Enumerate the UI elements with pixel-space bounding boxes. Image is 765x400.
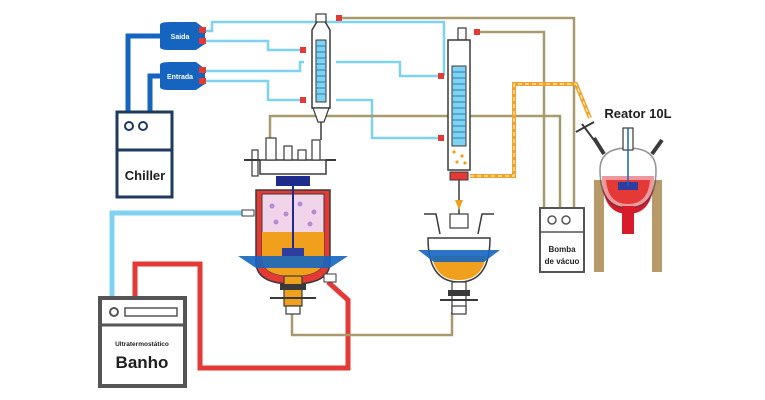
bath-subtitle: Ultratermostático [115, 341, 169, 348]
coolant-line-entrada-2 [205, 79, 304, 102]
coolant-line-saida-2 [205, 39, 304, 52]
drain-line [290, 312, 454, 337]
transfer-line [470, 82, 592, 178]
vacuum-line-top [336, 16, 576, 210]
bath-title: Banho [116, 353, 169, 372]
manifold-connectors [199, 15, 480, 141]
vacuum-line-reactor [268, 114, 562, 210]
saida-label: Saida [171, 34, 190, 41]
reactor-label: Reator 10L [604, 106, 671, 121]
bath-hot-line [132, 261, 351, 371]
chiller-outlet-pipe [125, 33, 170, 112]
coolant-line-entrada-1 [205, 60, 304, 73]
coolant-line-condenser2-bottom [336, 98, 438, 140]
receiving-flask [418, 213, 500, 315]
vacuum-line-mid [474, 30, 546, 210]
coolant-line-condenser2-top [336, 60, 438, 78]
chiller-unit: Chiller [115, 110, 174, 199]
transfer-line-inner [470, 83, 591, 177]
saida-manifold [160, 22, 205, 50]
vacuum-label-2: de vácuo [545, 257, 580, 266]
condenser-1 [311, 13, 331, 140]
condenser-2 [447, 27, 471, 214]
entrada-manifold [160, 62, 205, 90]
vacuum-pump: Bomba de vácuo [539, 207, 585, 273]
reactor-10l: Reator 10L [575, 106, 672, 272]
chiller-label: Chiller [125, 168, 165, 183]
entrada-label: Entrada [167, 74, 193, 81]
bath-coolant-line [109, 210, 252, 300]
vacuum-label-1: Bomba [548, 245, 576, 254]
jacketed-reactor [238, 137, 348, 315]
thermostatic-bath: Ultratermostático Banho [98, 296, 187, 388]
coolant-line-saida-1 [205, 20, 446, 76]
